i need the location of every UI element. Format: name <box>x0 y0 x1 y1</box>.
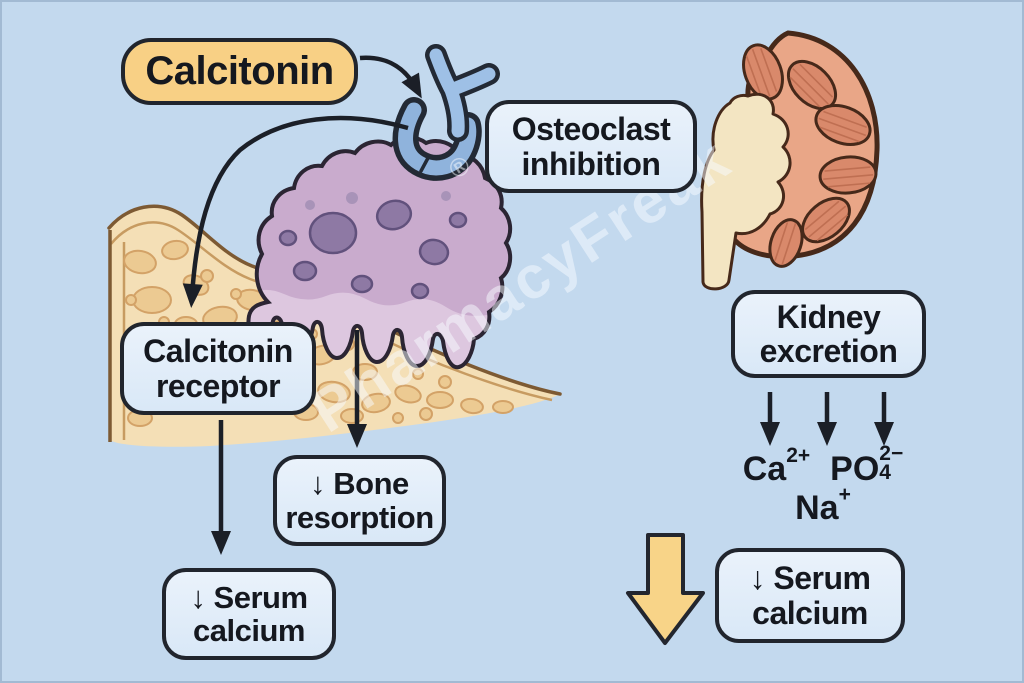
kidney-cross-section-icon <box>700 30 880 291</box>
calcitonin-label-text: Calcitonin <box>145 49 334 94</box>
serum-calcium-right-label: ↓ Serum calcium <box>715 548 905 643</box>
osteoclast-inhibition-text: Osteoclast inhibition <box>511 111 671 182</box>
serum-calcium-left-text: ↓ Serum calcium <box>190 579 308 648</box>
arrow-to-receptor-box <box>182 115 409 308</box>
phosphate-ion-base: PO <box>830 450 880 488</box>
kidney-pyramids <box>742 43 878 268</box>
calcium-ion-charge: 2+ <box>786 444 811 467</box>
calcitonin-hormone-icon <box>425 44 500 142</box>
sodium-ion-base: Na <box>795 489 839 528</box>
osteoclast-speckles <box>305 191 451 210</box>
arrow-calcitonin-to-hormone <box>359 55 422 99</box>
osteoclast-inhibition-label: Osteoclast inhibition <box>485 100 697 193</box>
calcitonin-label: Calcitonin <box>121 38 358 105</box>
flow-arrows <box>182 55 894 555</box>
kidney-excretion-text: Kidney excretion <box>759 298 898 369</box>
bone-resorption-label: ↓ Bone resorption <box>273 455 446 546</box>
receptor-cup-icon <box>392 97 482 181</box>
calcitonin-receptor-label: Calcitonin receptor <box>120 322 316 415</box>
phosphate-ion-charge: 2− <box>879 442 904 465</box>
big-down-arrow-icon <box>626 533 705 645</box>
phosphate-ion-subscript: 4 <box>879 461 891 485</box>
kidney-excretion-label: Kidney excretion <box>731 290 926 378</box>
calcium-ion-base: Ca <box>742 450 787 488</box>
serum-calcium-left-label: ↓ Serum calcium <box>162 568 336 660</box>
phosphate-ion-stack: 2−4 <box>879 442 904 485</box>
sodium-ion-charge: + <box>838 483 851 507</box>
osteoclast-nuclei <box>278 199 468 300</box>
ion-row-2: Na+ <box>703 483 943 528</box>
calcitonin-receptor-text: Calcitonin receptor <box>143 333 293 404</box>
sodium-ion: Na+ <box>795 483 851 528</box>
bone-resorption-text: ↓ Bone resorption <box>285 466 434 535</box>
serum-calcium-right-text: ↓ Serum calcium <box>749 560 871 631</box>
kidney-pelvis-ureter <box>700 92 792 291</box>
